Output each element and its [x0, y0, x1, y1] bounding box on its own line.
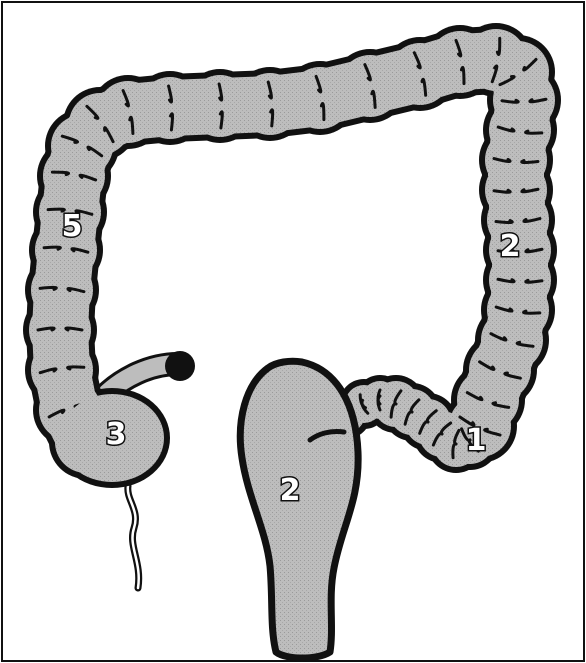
- label-sigmoid-1: 1: [466, 423, 487, 458]
- haustral-fold: [171, 114, 173, 130]
- haustral-fold: [502, 100, 518, 102]
- label-descending-2: 2: [500, 229, 521, 264]
- haustral-fold: [66, 328, 82, 330]
- label-cecum-3: 3: [106, 417, 127, 452]
- haustral-fold: [496, 221, 512, 223]
- haustral-fold: [220, 112, 222, 128]
- haustral-fold: [40, 287, 56, 289]
- label-rectum-2: 2: [280, 473, 301, 508]
- ileum-end: [165, 351, 195, 381]
- haustral-fold: [38, 328, 54, 330]
- haustral-fold: [522, 161, 538, 163]
- haustral-fold: [526, 280, 542, 282]
- rectum: [240, 361, 358, 658]
- haustral-fold: [494, 190, 510, 192]
- label-ascending-5: 5: [62, 209, 83, 244]
